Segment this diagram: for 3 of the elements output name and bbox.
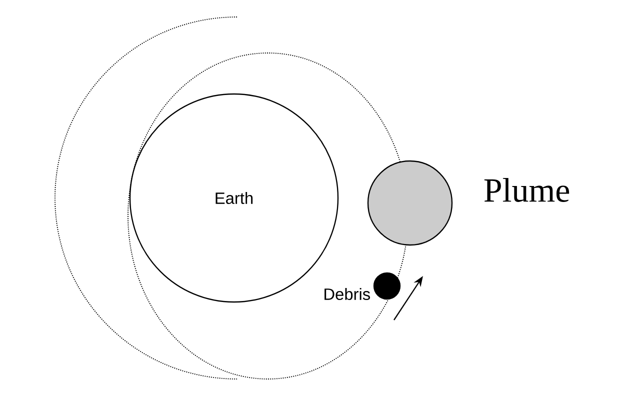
plume-circle xyxy=(367,160,453,246)
label: Plume xyxy=(484,178,570,202)
debris-dot xyxy=(373,272,401,300)
